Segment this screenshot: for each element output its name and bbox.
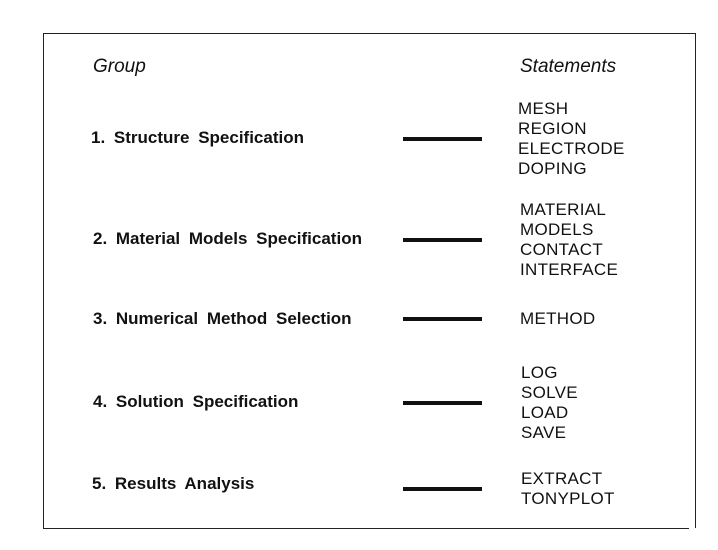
statement-list-3: METHOD bbox=[520, 309, 595, 329]
statement-item: MESH bbox=[518, 99, 569, 118]
statements-header: Statements bbox=[520, 56, 617, 77]
statement-item: DOPING bbox=[518, 159, 587, 178]
statement-list-2: MATERIAL MODELS CONTACT INTERFACE bbox=[520, 200, 618, 280]
connector-line-5 bbox=[403, 487, 482, 491]
statement-item: CONTACT bbox=[520, 240, 603, 259]
statement-item: SAVE bbox=[521, 423, 567, 442]
statement-item: EXTRACT bbox=[521, 469, 603, 488]
group-numerical-method-selection: 3. Numerical Method Selection bbox=[93, 309, 352, 328]
connector-line-1 bbox=[403, 137, 482, 141]
connector-line-2 bbox=[403, 238, 482, 242]
bottom-rule bbox=[43, 528, 689, 529]
statement-item: MATERIAL bbox=[520, 200, 607, 219]
statement-item: MODELS bbox=[520, 220, 594, 239]
statement-item: METHOD bbox=[520, 309, 596, 328]
statement-list-4: LOG SOLVE LOAD SAVE bbox=[521, 363, 578, 443]
diagram-frame bbox=[43, 33, 696, 528]
connector-line-4 bbox=[403, 401, 482, 405]
connector-line-3 bbox=[403, 317, 482, 321]
statement-item: REGION bbox=[518, 119, 587, 138]
statement-item: SOLVE bbox=[521, 383, 578, 402]
group-solution-specification: 4. Solution Specification bbox=[93, 392, 299, 411]
group-structure-specification: 1. Structure Specification bbox=[91, 128, 304, 147]
statement-item: TONYPLOT bbox=[521, 489, 615, 508]
group-results-analysis: 5. Results Analysis bbox=[92, 474, 255, 493]
statement-list-5: EXTRACT TONYPLOT bbox=[521, 469, 615, 509]
statement-item: ELECTRODE bbox=[518, 139, 625, 158]
statement-item: LOAD bbox=[521, 403, 569, 422]
statement-item: LOG bbox=[521, 363, 558, 382]
group-material-models-specification: 2. Material Models Specification bbox=[93, 229, 362, 248]
statement-item: INTERFACE bbox=[520, 260, 619, 279]
statement-list-1: MESH REGION ELECTRODE DOPING bbox=[518, 99, 625, 179]
group-header: Group bbox=[93, 56, 146, 77]
